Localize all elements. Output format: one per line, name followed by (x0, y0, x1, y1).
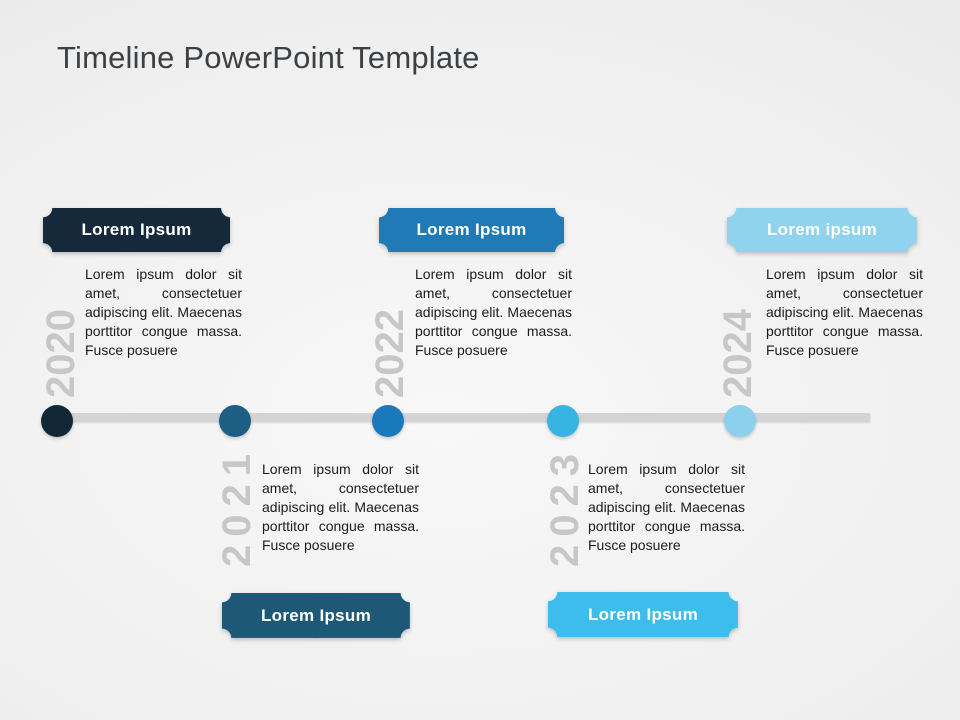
milestone-label-box[interactable]: Lorem ipsum (727, 208, 917, 252)
timeline-line (56, 413, 870, 422)
milestone-label: Lorem ipsum (766, 220, 878, 239)
milestone-label: Lorem Ipsum (81, 220, 192, 239)
milestone-year[interactable]: 2021 (215, 446, 259, 567)
milestone-label-box[interactable]: Lorem Ipsum (379, 208, 564, 252)
milestone-description[interactable]: Lorem ipsum dolor sit amet, consectetuer… (415, 266, 572, 358)
milestone-label: Lorem Ipsum (260, 605, 372, 625)
timeline-dot[interactable] (724, 405, 756, 437)
milestone-description[interactable]: Lorem ipsum dolor sit amet, consectetuer… (85, 266, 242, 358)
milestone-label-box[interactable]: Lorem Ipsum (43, 208, 230, 252)
timeline-dot[interactable] (547, 405, 579, 437)
milestone-year[interactable]: 2023 (543, 446, 587, 567)
milestone-label: Lorem Ipsum (416, 220, 527, 239)
slide-title[interactable]: Timeline PowerPoint Template (57, 40, 480, 75)
milestone-description[interactable]: Lorem ipsum dolor sit amet, consectetuer… (262, 461, 419, 553)
milestone-label-box[interactable]: Lorem Ipsum (222, 593, 410, 638)
milestone-label-box[interactable]: Lorem Ipsum (548, 592, 738, 637)
timeline-dot[interactable] (372, 405, 404, 437)
milestone-label: Lorem Ipsum (587, 604, 699, 624)
milestone-year[interactable]: 2022 (368, 309, 412, 398)
timeline-dot[interactable] (41, 405, 73, 437)
milestone-description[interactable]: Lorem ipsum dolor sit amet, consectetuer… (766, 266, 923, 358)
milestone-year[interactable]: 2024 (716, 309, 760, 398)
timeline-dot[interactable] (219, 405, 251, 437)
milestone-description[interactable]: Lorem ipsum dolor sit amet, consectetuer… (588, 461, 745, 553)
milestone-year[interactable]: 2020 (39, 309, 83, 398)
